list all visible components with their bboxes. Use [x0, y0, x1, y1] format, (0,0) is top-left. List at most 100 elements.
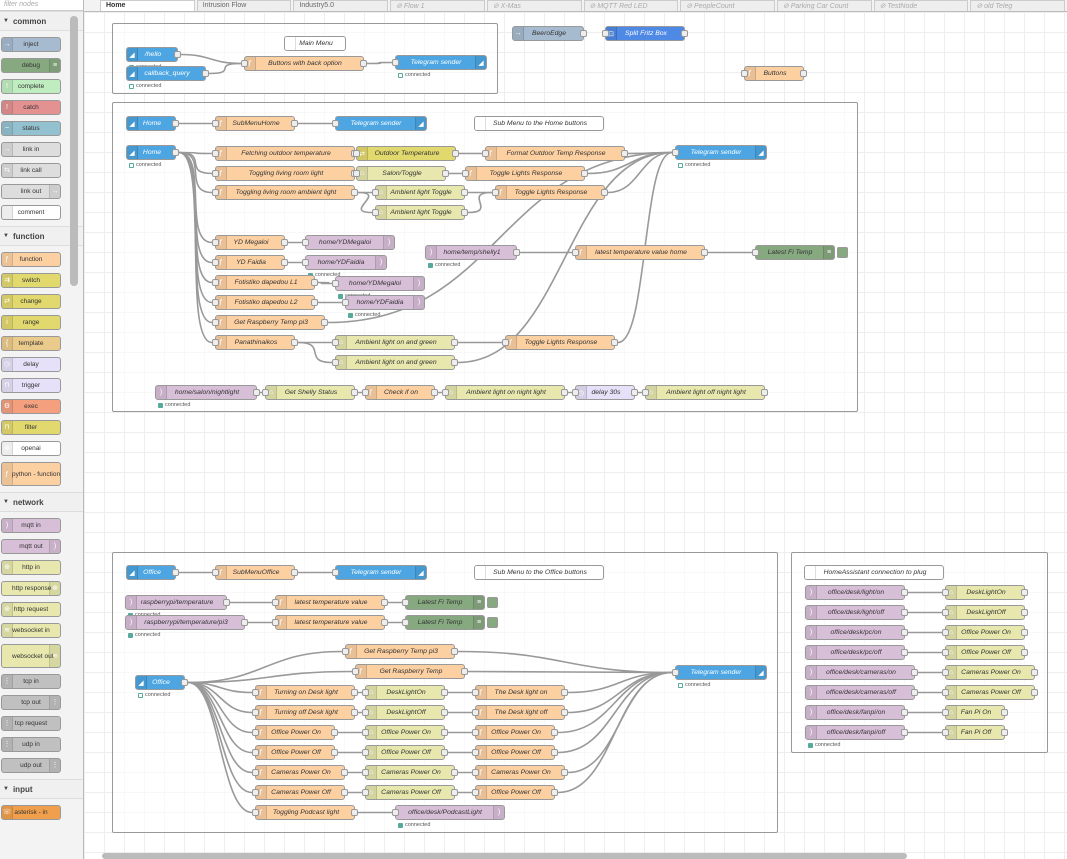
input-port[interactable]: [942, 689, 949, 696]
output-port[interactable]: [281, 239, 288, 246]
output-port[interactable]: [451, 648, 458, 655]
input-port[interactable]: [392, 809, 399, 816]
node-desklighton[interactable]: ⌂DeskLightOn: [942, 585, 1028, 600]
palette-node-websocket-out[interactable]: ≋websocket out: [1, 644, 61, 668]
output-port[interactable]: [901, 709, 908, 716]
palette-node-udp-in[interactable]: ⋮udp in: [1, 737, 61, 752]
debug-toggle-button[interactable]: [837, 247, 848, 258]
node-latest-fi-temp[interactable]: ≡Latest Fi Temp: [402, 595, 498, 610]
node-latest-fi-temp[interactable]: ≡Latest Fi Temp: [402, 615, 498, 630]
palette-node-tcp-request[interactable]: ⋮tcp request: [1, 716, 61, 731]
input-port[interactable]: [472, 749, 479, 756]
node-ambient-light-toggle[interactable]: ⌂Ambient light Toggle: [372, 205, 468, 220]
output-port[interactable]: [1001, 709, 1008, 716]
wire[interactable]: [457, 650, 673, 674]
wire[interactable]: [557, 671, 673, 734]
tab-x-mas[interactable]: ⊘ X-Mas: [486, 0, 582, 11]
output-port[interactable]: [461, 189, 468, 196]
node-office-desk-pc-off[interactable]: )office/desk/pc/off: [805, 645, 908, 660]
input-port[interactable]: [741, 70, 748, 77]
wire[interactable]: [208, 62, 242, 75]
palette-node-switch[interactable]: ⇉switch: [1, 273, 61, 288]
output-port[interactable]: [291, 569, 298, 576]
output-port[interactable]: [441, 709, 448, 716]
wire[interactable]: [467, 670, 673, 674]
node-fan-pi-off[interactable]: ⌂Fan Pi Off: [942, 725, 1008, 740]
node-beeroedge[interactable]: →BeeroEdge: [512, 26, 587, 41]
output-port[interactable]: [321, 319, 328, 326]
node-cameras-power-off[interactable]: ⌂Cameras Power Off: [362, 785, 458, 800]
input-port[interactable]: [353, 150, 360, 157]
wire[interactable]: [467, 191, 493, 214]
input-port[interactable]: [362, 769, 369, 776]
input-port[interactable]: [332, 280, 339, 287]
output-port[interactable]: [351, 809, 358, 816]
tab-intrusion-flow[interactable]: Intrusion Flow: [196, 0, 292, 11]
output-port[interactable]: [1021, 609, 1028, 616]
output-port[interactable]: [331, 729, 338, 736]
output-port[interactable]: [1021, 629, 1028, 636]
input-port[interactable]: [942, 669, 949, 676]
tab-home[interactable]: Home: [100, 0, 195, 11]
node-office-desk-light-on[interactable]: )office/desk/light/on: [805, 585, 908, 600]
output-port[interactable]: [181, 679, 188, 686]
output-port[interactable]: [551, 729, 558, 736]
palette-node-trigger[interactable]: ⊓trigger: [1, 378, 61, 393]
output-port[interactable]: [291, 339, 298, 346]
palette-node-websocket-in[interactable]: ≋websocket in: [1, 623, 61, 638]
input-port[interactable]: [492, 189, 499, 196]
output-port[interactable]: [551, 789, 558, 796]
output-port[interactable]: [351, 189, 358, 196]
palette-node-tcp-in[interactable]: ⋮tcp in: [1, 674, 61, 689]
palette-node-exec[interactable]: ⚙exec: [1, 399, 61, 414]
node-office-desk-cameras-on[interactable]: )office/desk/cameras/on: [805, 665, 918, 680]
tab-old-teleg[interactable]: ⊘ old Teleg: [970, 0, 1066, 11]
output-port[interactable]: [451, 789, 458, 796]
input-port[interactable]: [362, 749, 369, 756]
node-office-power-on[interactable]: ⌂Office Power On: [942, 625, 1028, 640]
input-port[interactable]: [472, 789, 479, 796]
palette-node-udp-out[interactable]: ⋮udp out: [1, 758, 61, 773]
node-telegram-sender[interactable]: ◢Telegram sender: [332, 116, 427, 131]
input-port[interactable]: [362, 689, 369, 696]
output-port[interactable]: [223, 599, 230, 606]
input-port[interactable]: [353, 170, 360, 177]
output-port[interactable]: [1031, 689, 1038, 696]
input-port[interactable]: [402, 619, 409, 626]
input-port[interactable]: [392, 59, 399, 66]
palette-node-inject[interactable]: →inject: [1, 37, 61, 52]
input-port[interactable]: [212, 150, 219, 157]
wire[interactable]: [557, 671, 673, 754]
output-port[interactable]: [461, 209, 468, 216]
output-port[interactable]: [681, 30, 688, 37]
tab-industry5-0[interactable]: Industry5.0: [293, 0, 389, 11]
input-port[interactable]: [252, 809, 259, 816]
node-cameras-power-on[interactable]: ⌂Cameras Power On: [942, 665, 1038, 680]
output-port[interactable]: [551, 749, 558, 756]
palette-node-debug[interactable]: ≡debug: [1, 58, 61, 73]
node-office[interactable]: ◢Office: [126, 565, 179, 580]
input-port[interactable]: [352, 668, 359, 675]
input-port[interactable]: [252, 749, 259, 756]
palette-node-delay[interactable]: ◷delay: [1, 357, 61, 372]
input-port[interactable]: [212, 189, 219, 196]
palette-node-http-request[interactable]: ⊕http request: [1, 602, 61, 617]
